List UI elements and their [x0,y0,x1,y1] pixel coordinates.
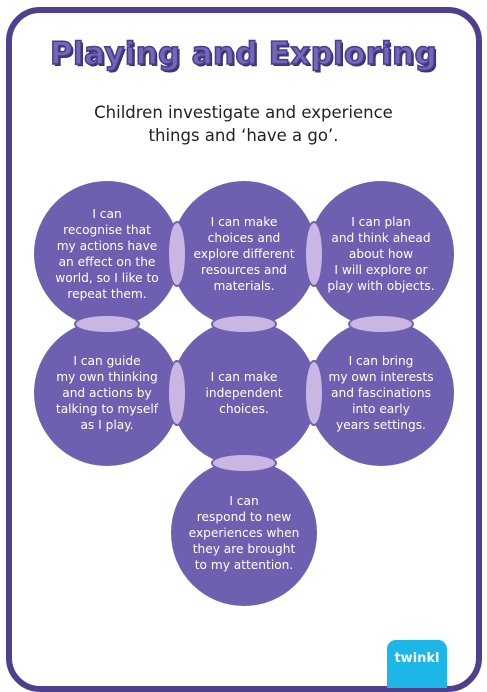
circle-line: and fascinations [331,386,431,400]
poster-title: Playing and Exploring [49,35,437,73]
subtitle-line-2: things and ‘have a go’. [148,126,339,145]
overlap-lens [211,453,277,473]
statement-circle-independent-choices: I can make independent choices. [171,320,317,466]
circle-line: experiences when [188,526,300,540]
circle-line: as I play. [80,418,134,432]
circle-line: and actions by [62,386,152,400]
overlap-lens [211,314,277,334]
circle-line: I can bring [348,354,414,368]
circle-line: I can plan [351,215,411,229]
circle-line: they are brought [192,542,296,556]
circle-line: into early [352,402,410,416]
circle-line: I can guide [73,354,141,368]
poster-subtitle: Children investigate and experience thin… [60,101,427,147]
overlap-lens [74,314,140,334]
circle-line: world, so I like to [55,271,159,285]
circle-line: years settings. [336,418,426,432]
circle-line: my actions have [56,239,158,253]
circle-line: I can [229,494,259,508]
circle-line: I can [92,207,122,221]
circle-line: play with objects. [327,279,435,293]
circle-line: respond to new [196,510,292,524]
circle-line: and think ahead [331,231,431,245]
circle-line: to my attention. [194,558,294,572]
circle-line: explore different [193,247,295,261]
overlap-lens [304,360,324,426]
circle-line: I will explore or [334,263,428,277]
circle-line: I can make [210,215,278,229]
circle-line: choices and [207,231,281,245]
statement-circle-respond-to-new: I can respond to new experiences when th… [171,460,317,606]
circle-line: choices. [219,402,269,416]
circle-line: my own interests [328,370,434,384]
subtitle-line-1: Children investigate and experience [94,103,393,122]
statement-circle-make-choices: I can make choices and explore different… [171,181,317,327]
overlap-lens [348,314,414,334]
circle-line: an effect on the [58,255,156,269]
overlap-lens [167,221,187,287]
circle-line: recognise that [63,223,151,237]
statement-circle-plan-ahead: I can plan and think ahead about how I w… [308,181,454,327]
circle-line: I can make [210,370,278,384]
circle-line: resources and [201,263,287,277]
twinkl-logo-text: twinkl [394,651,440,666]
circle-line: repeat them. [67,287,147,301]
overlap-lens [304,221,324,287]
overlap-lens [167,360,187,426]
statement-circle-bring-interests: I can bring my own interests and fascina… [308,320,454,466]
twinkl-logo: twinkl [387,640,447,688]
statement-circle-recognise-actions: I can recognise that my actions have an … [34,181,180,327]
circle-line: talking to myself [55,402,159,416]
circle-line: materials. [213,279,275,293]
circle-line: independent [205,386,283,400]
circle-line: about how [348,247,414,261]
statement-circle-guide-thinking: I can guide my own thinking and actions … [34,320,180,466]
circle-line: my own thinking [56,370,158,384]
